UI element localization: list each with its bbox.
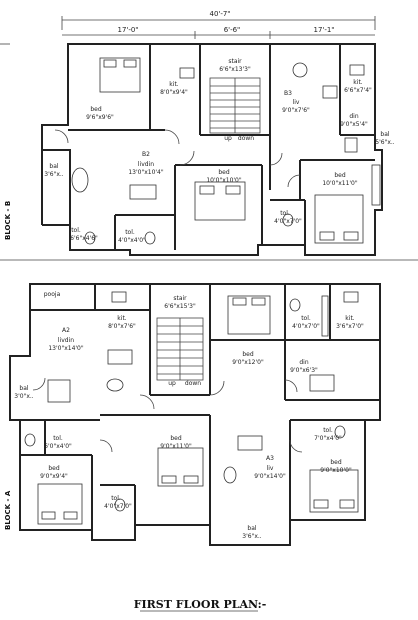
b-stair-down: down [238, 135, 254, 142]
a-bal-l-label: bal [19, 385, 28, 392]
overall-width-dimension: 40'-7" [209, 10, 230, 18]
block-b-door-swings [54, 129, 301, 188]
a-bal-b-size: 3'6"x.. [242, 533, 262, 540]
block-b-furniture [71, 57, 381, 245]
a-livdin-label: livdin [58, 337, 74, 344]
b-livdin-size: 13'0"x10'4" [128, 169, 164, 176]
b-unit-b2: B2 [142, 151, 150, 158]
a-tol-tr-size: 4'0"x7'0" [292, 323, 320, 330]
b-din-r-label: din [349, 113, 358, 120]
a-tol-r-size: 7'0"x4'0" [314, 435, 342, 442]
a-tol-bl-label: tol. [111, 495, 121, 502]
b-stair-up: up [224, 135, 232, 142]
right-bay-dimension: 17'-1" [313, 26, 334, 34]
a-stair-up: up [168, 380, 176, 387]
b-tol-l2-size: 4'0"x4'0" [118, 237, 146, 244]
plan-title: FIRST FLOOR PLAN:- [134, 598, 267, 611]
b-bal-r-size: 5'6"x.. [375, 139, 395, 146]
a-bal-l-size: 3'0"x.. [14, 393, 34, 400]
b-tol-r-label: tol. [280, 210, 290, 217]
a-liv-r-size: 9'0"x14'0" [254, 473, 286, 480]
a-bed-bl-size: 9'0"x9'4" [40, 473, 68, 480]
a-unit-a2: A2 [62, 327, 70, 334]
a-bed-br-size: 9'0"x10'0" [320, 467, 352, 474]
b-bed-r-size: 10'0"x11'0" [322, 180, 358, 187]
b-bal-l-size: 3'6"x.. [44, 171, 64, 178]
b-bal-r-label: bal [380, 131, 389, 138]
b-livdin-label: livdin [138, 161, 154, 168]
b-liv-r-label: liv [293, 99, 300, 106]
b-tol-l-label: tol. [71, 227, 81, 234]
a-kit-r-size: 3'6"x7'0" [336, 323, 364, 330]
b-tol-r-size: 4'0"x7'0" [274, 218, 302, 225]
block-a: pooja kit. 8'0"x7'6" stair 6'6"x15'3" up… [4, 283, 381, 546]
b-kit-r-size: 6'6"x7'4" [344, 87, 372, 94]
b-bed-r-label: bed [334, 172, 346, 179]
b-din-r-size: 9'0"x5'4" [340, 121, 368, 128]
block-a-door-swings [32, 377, 303, 453]
b-kit-l-size: 8'0"x9'4" [160, 89, 188, 96]
a-bal-b-label: bal [247, 525, 256, 532]
b-tol-l-size: 6'6"x4'6" [70, 235, 98, 242]
a-bed-c-size: 9'0"x11'0" [160, 443, 192, 450]
a-bed-tc-size: 9'0"x12'0" [232, 359, 264, 366]
b-kit-l-label: kit. [169, 81, 178, 88]
block-b-room-labels: bed 9'6"x9'6" kit. 8'0"x9'4" stair 6'6"x… [44, 58, 395, 244]
block-b-stair-treads [209, 77, 261, 134]
b-liv-r-size: 9'0"x7'6" [282, 107, 310, 114]
b-tol-l2-label: tol. [125, 229, 135, 236]
a-tol-l-size: 6'0"x4'0" [44, 443, 72, 450]
b-unit-b3: B3 [284, 90, 292, 97]
a-tol-tr-label: tol. [301, 315, 311, 322]
a-din-r-label: din [299, 359, 308, 366]
b-bed-c-size: 10'0"x10'0" [206, 177, 242, 184]
a-bed-c-label: bed [170, 435, 182, 442]
block-a-label: BLOCK - A [4, 490, 12, 530]
block-b-label: BLOCK - B [4, 201, 12, 240]
dimension-lines: 40'-7" 17'-0" 6'-6" 17'-1" [61, 10, 376, 39]
a-bed-tc-label: bed [242, 351, 254, 358]
a-kit-l-size: 8'0"x7'6" [108, 323, 136, 330]
block-a-room-labels: pooja kit. 8'0"x7'6" stair 6'6"x15'3" up… [14, 291, 364, 540]
b-stair-label: stair [228, 58, 242, 65]
b-kit-r-label: kit. [353, 79, 362, 86]
mid-bay-dimension: 6'-6" [224, 26, 241, 34]
b-bed-tl-label: bed [90, 106, 102, 113]
b-bal-l-label: bal [49, 163, 58, 170]
b-stair-size: 6'6"x13'3" [219, 66, 251, 73]
a-pooja-label: pooja [44, 291, 61, 298]
a-tol-r-label: tol. [323, 427, 333, 434]
a-unit-a3: A3 [266, 455, 274, 462]
a-bed-bl-label: bed [48, 465, 60, 472]
b-bed-c-label: bed [218, 169, 230, 176]
a-kit-r-label: kit. [345, 315, 354, 322]
left-bay-dimension: 17'-0" [117, 26, 138, 34]
a-tol-bl-size: 4'0"x7'0" [104, 503, 132, 510]
a-livdin-size: 13'0"x14'0" [48, 345, 84, 352]
a-liv-r-label: liv [267, 465, 274, 472]
a-stair-label: stair [173, 295, 187, 302]
block-b: bed 9'6"x9'6" kit. 8'0"x9'4" stair 6'6"x… [4, 43, 395, 256]
block-a-stair-treads [156, 317, 204, 381]
a-tol-l-label: tol. [53, 435, 63, 442]
a-bed-br-label: bed [330, 459, 342, 466]
a-stair-size: 6'6"x15'3" [164, 303, 196, 310]
a-kit-l-label: kit. [117, 315, 126, 322]
b-bed-tl-size: 9'6"x9'6" [86, 114, 114, 121]
a-stair-down: down [185, 380, 201, 387]
block-a-furniture [24, 291, 359, 525]
a-din-r-size: 9'0"x6'3" [290, 367, 318, 374]
